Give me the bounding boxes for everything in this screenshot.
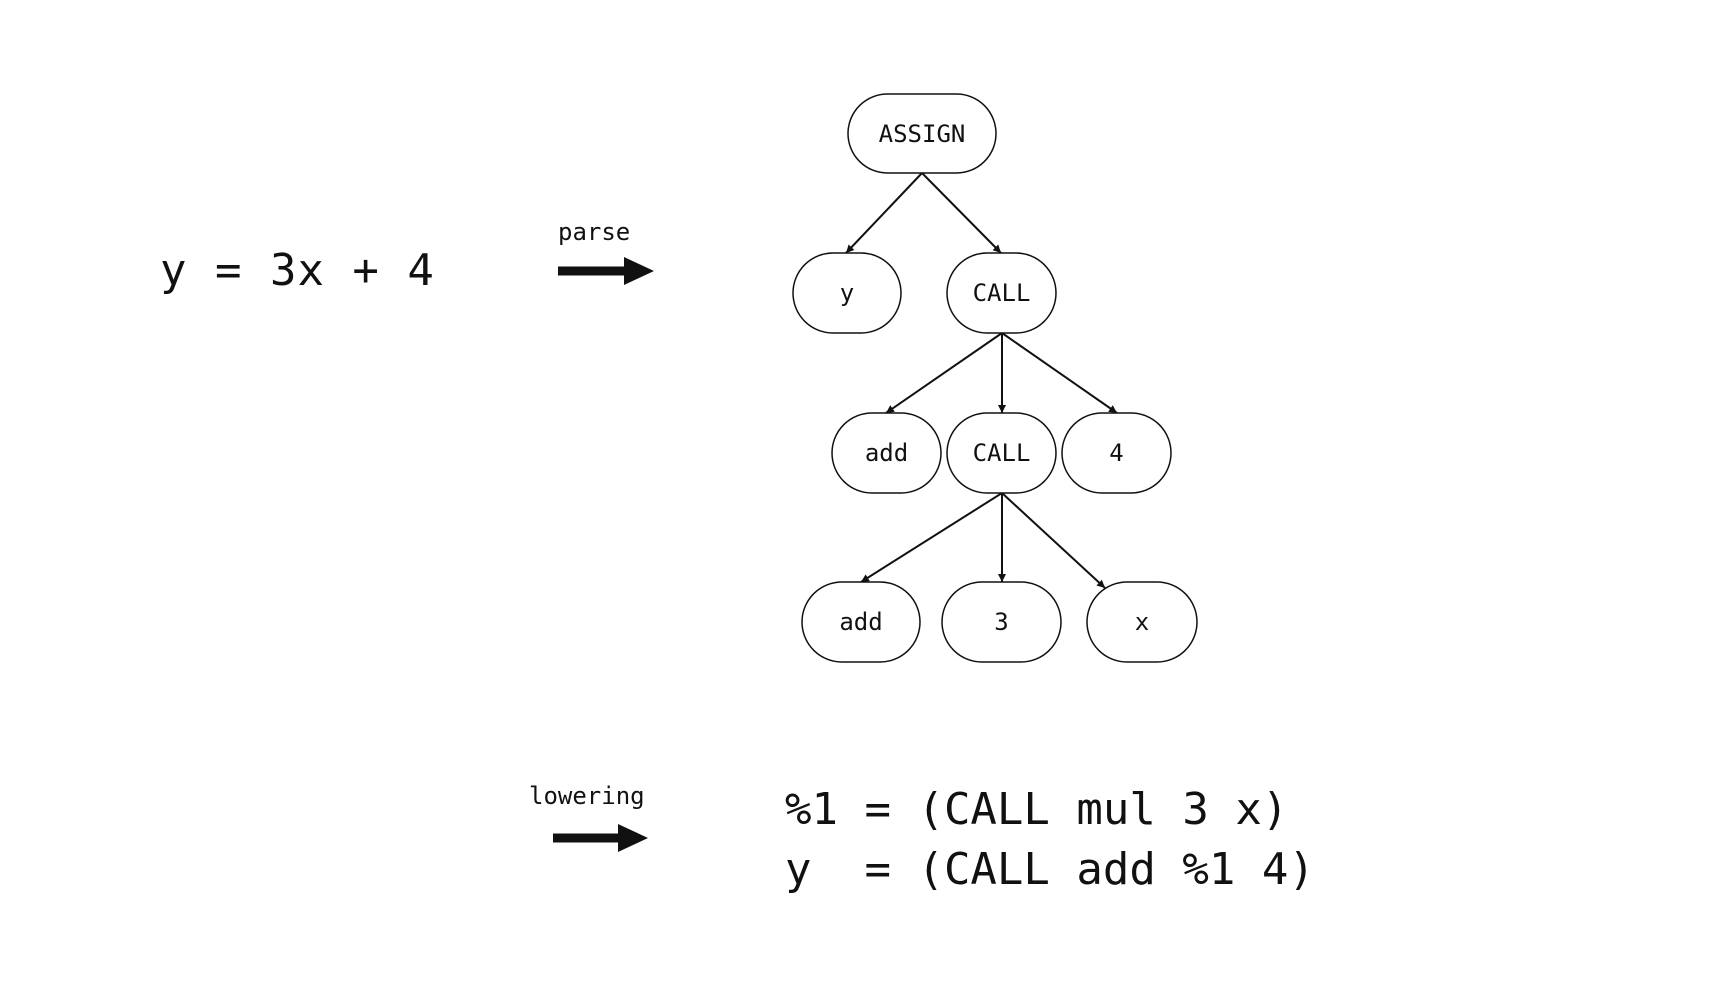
tree-node-4: 4 — [1061, 412, 1172, 494]
tree-node-inner-call: CALL — [946, 412, 1057, 494]
tree-node-assign: ASSIGN — [847, 93, 997, 174]
node-label: x — [1135, 608, 1149, 636]
tree-node-call: CALL — [946, 252, 1057, 334]
edge-innercall-x — [1001, 492, 1106, 589]
edge-assign-call — [921, 172, 1002, 254]
edge-call-4 — [1001, 332, 1118, 414]
edge-assign-y — [845, 172, 923, 254]
tree-node-inner-add: add — [801, 581, 921, 663]
node-label: CALL — [973, 439, 1031, 467]
node-label: 3 — [994, 608, 1008, 636]
edge-call-add — [885, 332, 1003, 414]
node-label: y — [840, 279, 854, 307]
parse-arrow-label: parse — [558, 218, 631, 246]
parse-arrow-icon — [558, 257, 654, 285]
tree-node-3: 3 — [941, 581, 1062, 663]
tree-node-y: y — [792, 252, 902, 334]
ir-line: y = (CALL add %1 4) — [785, 844, 1315, 895]
node-label: CALL — [973, 279, 1031, 307]
lowering-arrow-label: lowering — [529, 782, 645, 810]
edge-innercall-add — [860, 492, 1003, 583]
node-label: 4 — [1109, 439, 1123, 467]
ir-line: %1 = (CALL mul 3 x) — [785, 784, 1289, 835]
tree-node-x: x — [1086, 581, 1198, 663]
node-label: add — [865, 439, 908, 467]
lowering-arrow-icon — [553, 824, 648, 852]
node-label: ASSIGN — [879, 120, 966, 148]
node-label: add — [839, 608, 882, 636]
source-expression: y = 3x + 4 — [160, 245, 435, 296]
tree-node-add: add — [831, 412, 942, 494]
